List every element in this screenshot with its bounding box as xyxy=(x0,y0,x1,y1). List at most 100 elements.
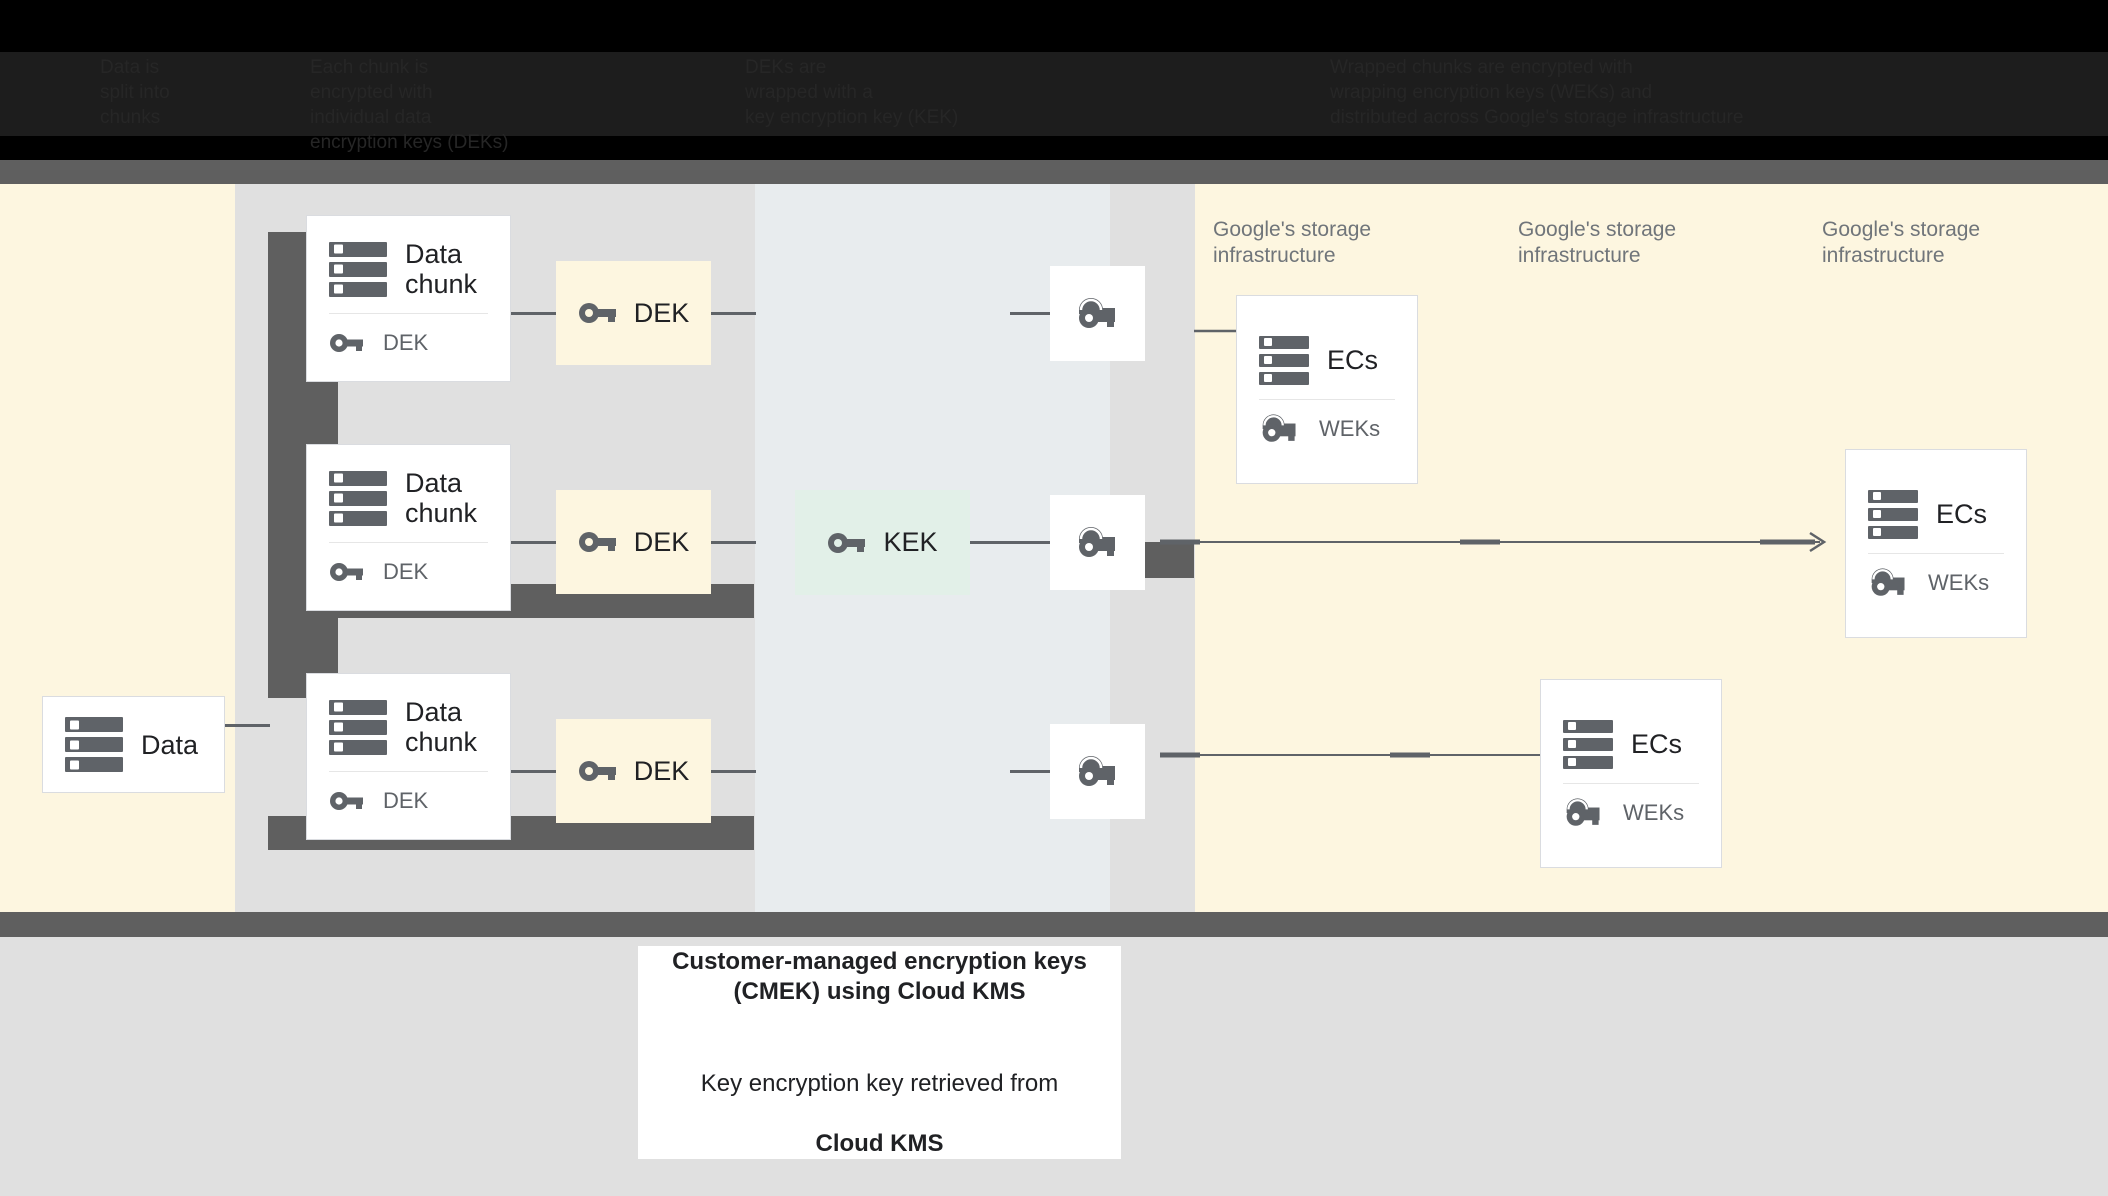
ec-title-row: ECs xyxy=(1541,719,1721,769)
data-chunk-card-1[interactable]: Data chunk DEK xyxy=(306,215,511,382)
header-step-2: Each chunk is encrypted with individual … xyxy=(310,57,509,153)
caption-box: Customer-managed encryption keys (CMEK) … xyxy=(638,946,1121,1159)
caption-subtitle-line2: Cloud KMS xyxy=(815,1129,944,1157)
card-divider xyxy=(329,542,488,543)
wrapped-key-box-3[interactable] xyxy=(1050,724,1145,819)
ec-key-label-2: WEKs xyxy=(1928,569,1990,595)
wrapped-key-box-1[interactable] xyxy=(1050,266,1145,361)
ec-key-label-1: WEKs xyxy=(1319,415,1381,441)
connector-to-wk1 xyxy=(1010,312,1050,315)
key-icon xyxy=(329,561,365,583)
server-icon xyxy=(65,717,123,772)
chunk-title-row: Data chunk xyxy=(307,697,510,757)
server-icon xyxy=(329,699,387,755)
key-icon xyxy=(329,332,365,354)
caption-subtitle-line1: Key encryption key retrieved from xyxy=(700,1069,1059,1097)
ec-title-row: ECs xyxy=(1846,489,2026,539)
infra-label-3: Google's storage infrastructure xyxy=(1822,218,1981,267)
ec-card-1[interactable]: ECs WEKs xyxy=(1236,295,1418,484)
dek-label-3: DEK xyxy=(633,755,690,786)
kek-box[interactable]: KEK xyxy=(795,490,970,595)
key-icon xyxy=(329,790,365,812)
server-icon xyxy=(1259,335,1309,385)
key-icon xyxy=(578,301,618,325)
wrapped-key-icon xyxy=(1075,526,1121,559)
ec-card-3[interactable]: ECs WEKs xyxy=(1540,679,1722,868)
ec-title-2: ECs xyxy=(1936,499,1988,529)
card-divider xyxy=(329,771,488,772)
server-icon xyxy=(329,241,387,297)
header-step-3: DEKs are wrapped with a key encryption k… xyxy=(745,57,959,128)
data-card-label: Data xyxy=(141,729,199,760)
connector-chunk1-to-dek1 xyxy=(511,312,556,315)
ec-title-1: ECs xyxy=(1327,345,1379,375)
connector-dek1-out xyxy=(711,312,756,315)
chunk-title-3: Data chunk xyxy=(405,697,478,757)
connector-chunk3-to-dek3 xyxy=(511,770,556,773)
connector-dek2-out xyxy=(711,541,756,544)
chunk-key-row: DEK xyxy=(307,328,510,358)
ec-key-row: WEKs xyxy=(1846,567,2026,598)
ec-key-row: WEKs xyxy=(1541,797,1721,828)
connector-data-to-bracket xyxy=(225,724,270,727)
wrapped-key-icon xyxy=(1075,297,1121,330)
chunk-key-label-2: DEK xyxy=(383,559,429,584)
connector-to-wk3 xyxy=(1010,770,1050,773)
bottom-separator-bar xyxy=(0,912,2108,937)
dek-box-2[interactable]: DEK xyxy=(556,490,711,594)
wrapped-key-icon xyxy=(1259,413,1301,444)
chunk-title-1: Data chunk xyxy=(405,239,478,299)
ec-key-row: WEKs xyxy=(1237,413,1417,444)
infra-label-1: Google's storage infrastructure xyxy=(1213,218,1372,267)
header-step-1: Data is split into chunks xyxy=(100,57,170,128)
card-divider xyxy=(329,313,488,314)
dek-label-1: DEK xyxy=(633,297,690,328)
chunk-key-row: DEK xyxy=(307,557,510,587)
arrow-to-ec-card-3 xyxy=(1160,745,1567,765)
ec-title-3: ECs xyxy=(1631,729,1683,759)
chunk-key-label-1: DEK xyxy=(383,330,429,355)
data-chunk-card-2[interactable]: Data chunk DEK xyxy=(306,444,511,611)
wrapped-key-icon xyxy=(1075,755,1121,788)
card-divider xyxy=(1868,552,2004,554)
data-chunk-card-3[interactable]: Data chunk DEK xyxy=(306,673,511,840)
card-divider xyxy=(1259,398,1395,400)
chunk-key-row: DEK xyxy=(307,786,510,816)
arrow-to-ec-card-2 xyxy=(1160,531,1827,553)
header-step-4: Wrapped chunks are encrypted with wrappi… xyxy=(1330,57,1744,128)
card-divider xyxy=(1563,782,1699,784)
caption-title: Customer-managed encryption keys (CMEK) … xyxy=(672,947,1087,1005)
server-icon xyxy=(1563,719,1613,769)
wrapped-key-icon xyxy=(1868,567,1910,598)
infra-label-2: Google's storage infrastructure xyxy=(1518,218,1677,267)
connector-chunk2-to-dek2 xyxy=(511,541,556,544)
wrapped-key-box-2[interactable] xyxy=(1050,495,1145,590)
connector-kek-to-wk2 xyxy=(970,541,1050,544)
diagram-canvas: Data Data chunk DEK Data chunk xyxy=(0,184,2108,912)
chunk-title-row: Data chunk xyxy=(307,239,510,299)
connector-dek3-out xyxy=(711,770,756,773)
wrapped-key-icon xyxy=(1563,797,1605,828)
chunk-title-2: Data chunk xyxy=(405,468,478,528)
dek-box-3[interactable]: DEK xyxy=(556,719,711,823)
chunk-key-label-3: DEK xyxy=(383,788,429,813)
ec-title-row: ECs xyxy=(1237,335,1417,385)
caption-subtitle: Key encryption key retrieved from Cloud … xyxy=(701,1039,1058,1159)
bottom-band: Customer-managed encryption keys (CMEK) … xyxy=(0,937,2108,1196)
key-icon xyxy=(827,531,867,555)
server-icon xyxy=(1868,489,1918,539)
data-card-row: Data xyxy=(43,717,224,772)
key-icon xyxy=(578,530,618,554)
dek-box-1[interactable]: DEK xyxy=(556,261,711,365)
data-card[interactable]: Data xyxy=(42,696,225,793)
chunk-title-row: Data chunk xyxy=(307,468,510,528)
dek-label-2: DEK xyxy=(633,526,690,557)
ec-key-label-3: WEKs xyxy=(1623,799,1685,825)
ec-card-2[interactable]: ECs WEKs xyxy=(1845,449,2027,638)
header-text-area: Data is split into chunks Each chunk is … xyxy=(0,52,2108,153)
header-separator-bar xyxy=(0,160,2108,184)
header-band: Data is split into chunks Each chunk is … xyxy=(0,0,2108,160)
server-icon xyxy=(329,470,387,526)
kek-label: KEK xyxy=(883,527,938,557)
